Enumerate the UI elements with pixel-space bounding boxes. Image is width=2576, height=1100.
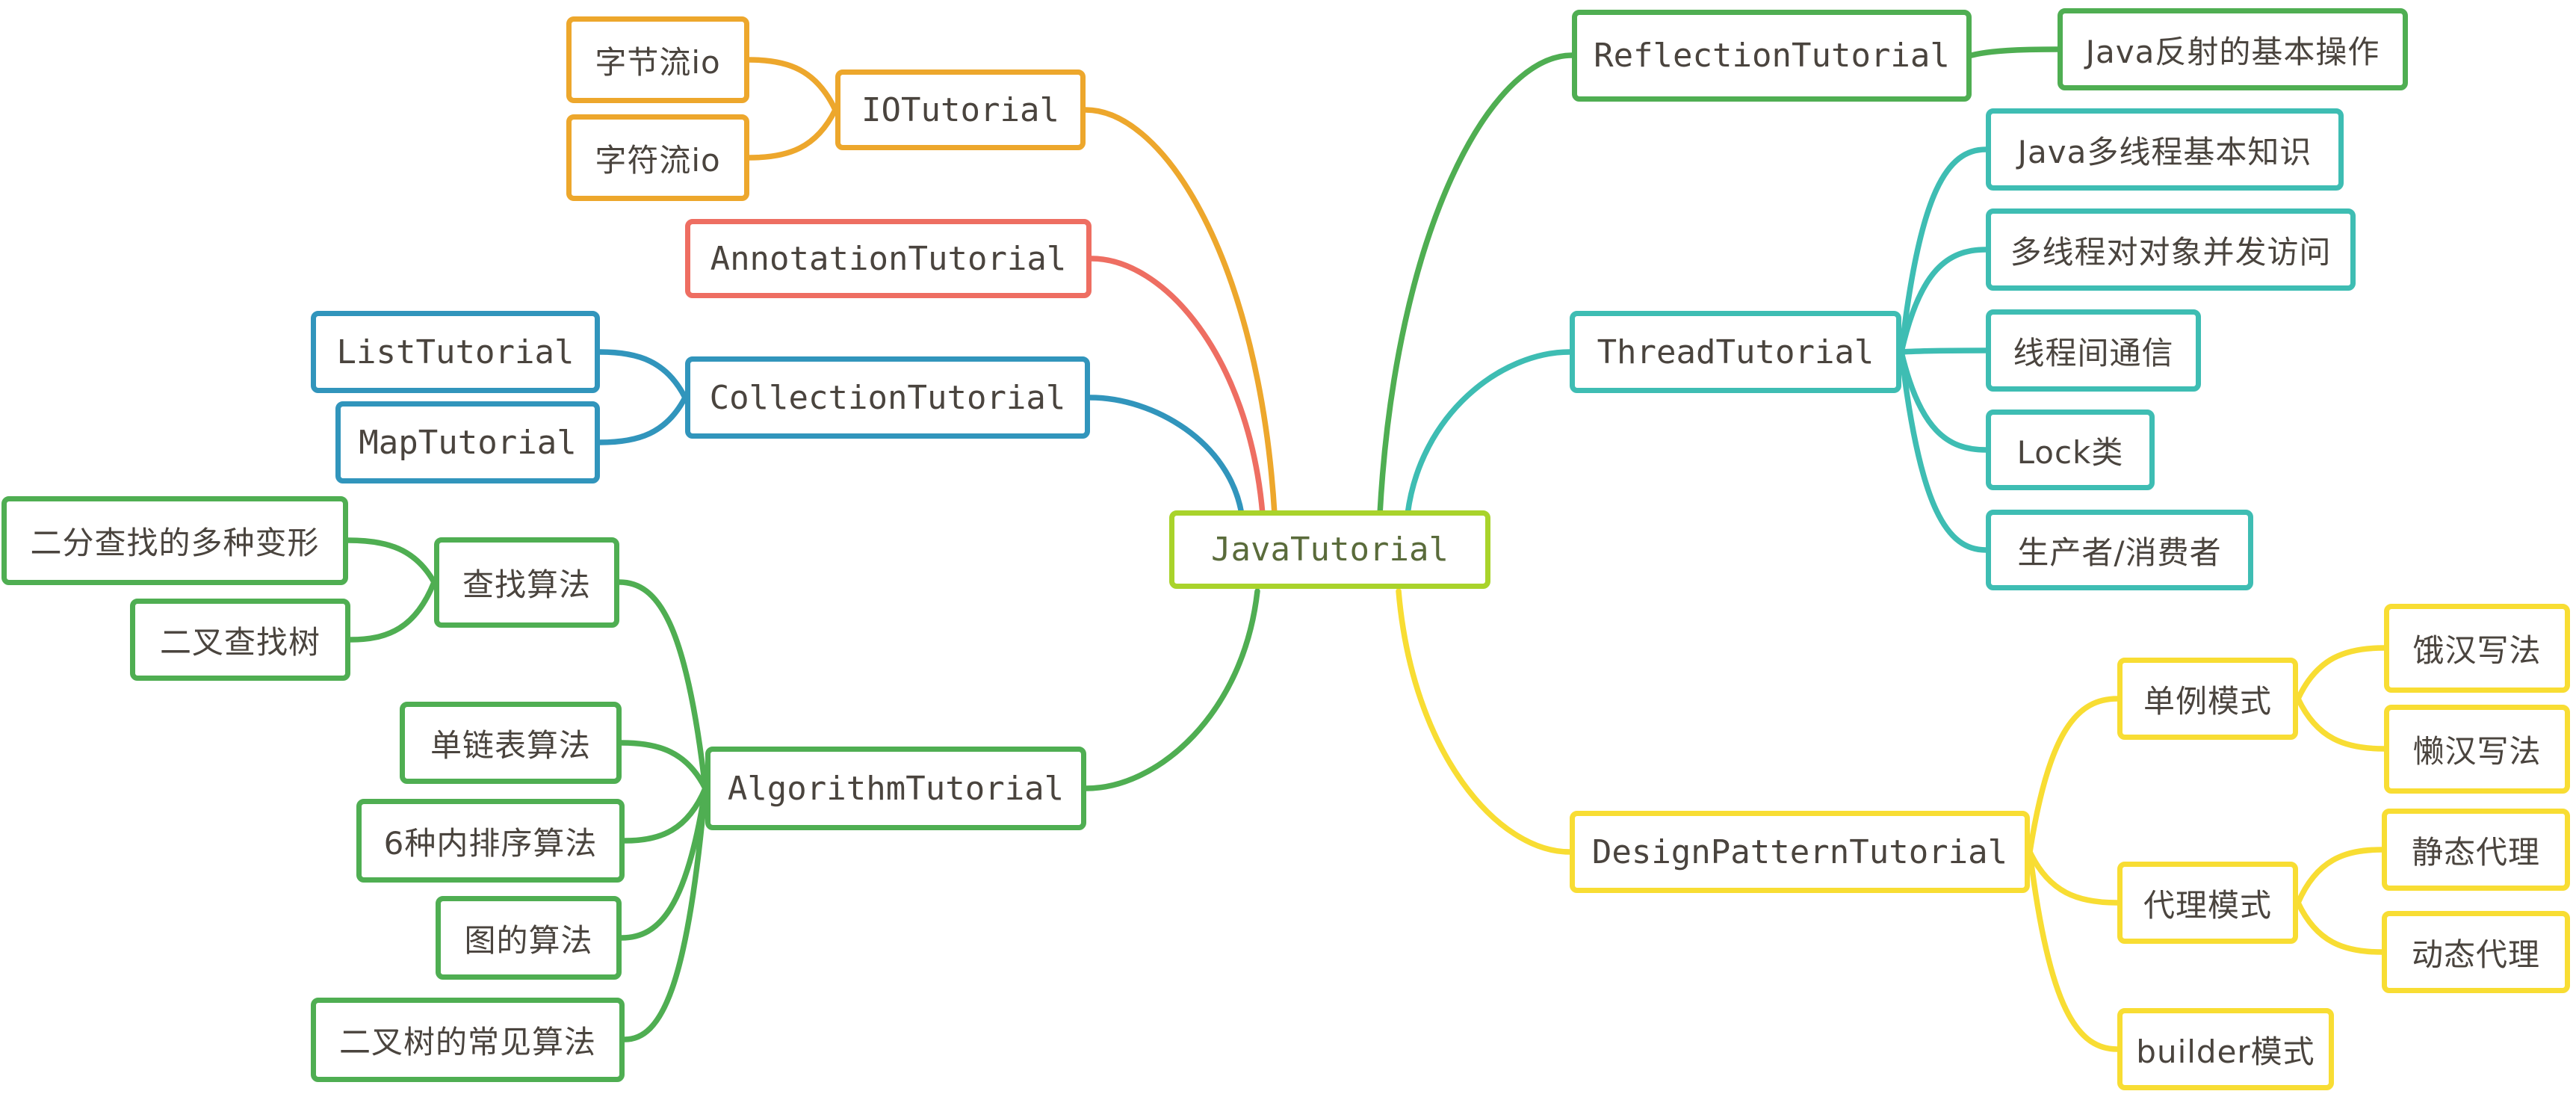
node-label-singleton: 单例模式 xyxy=(2143,682,2272,720)
edge-javatutorial-reflectiontutorial xyxy=(1377,52,1575,517)
edge-algorithmtutorial-linkedlistalgo xyxy=(619,740,708,791)
node-label-map-tutorial: MapTutorial xyxy=(359,423,577,462)
node-label-reflection-tutorial: ReflectionTutorial xyxy=(1594,37,1950,75)
edge-javatutorial-iotutorial xyxy=(1083,107,1278,517)
node-collection-tutorial[interactable]: CollectionTutorial xyxy=(685,356,1090,439)
node-bst[interactable]: 二叉查找树 xyxy=(130,599,350,681)
node-label-io-tutorial: IOTutorial xyxy=(861,90,1059,129)
node-btree-algo[interactable]: 二叉树的常见算法 xyxy=(311,998,625,1082)
edge-algorithmtutorial-btreealgo xyxy=(622,785,708,1042)
edge-singleton-eager xyxy=(2295,645,2387,702)
node-singleton[interactable]: 单例模式 xyxy=(2117,658,2298,740)
edge-collectiontutorial-maptutorial xyxy=(597,395,688,445)
node-label-java-tutorial: JavaTutorial xyxy=(1211,531,1449,569)
node-label-thread-basic: Java多线程基本知识 xyxy=(2017,133,2312,170)
edge-designpattern-singleton xyxy=(2027,696,2120,855)
edge-algorithmtutorial-searchalgo xyxy=(616,579,708,791)
node-label-sort-algo: 6种内排序算法 xyxy=(383,824,598,862)
node-lazy-singleton[interactable]: 懒汉写法 xyxy=(2384,705,2570,794)
edge-collectiontutorial-listtutorial xyxy=(597,349,688,401)
edge-javatutorial-collectiontutorial xyxy=(1087,395,1245,517)
edge-iotutorial-byteio xyxy=(746,57,838,113)
node-label-lazy-singleton: 懒汉写法 xyxy=(2412,733,2542,770)
edge-algorithmtutorial-sortalgo xyxy=(622,785,708,844)
node-char-io[interactable]: 字符流io xyxy=(566,114,749,201)
node-producer-consumer[interactable]: 生产者/消费者 xyxy=(1986,510,2253,590)
node-eager-singleton[interactable]: 饿汉写法 xyxy=(2384,604,2570,693)
node-algorithm-tutorial[interactable]: AlgorithmTutorial xyxy=(705,747,1086,830)
node-label-reflection-basic: Java反射的基本操作 xyxy=(2085,33,2380,70)
node-builder-pattern[interactable]: builder模式 xyxy=(2117,1008,2334,1090)
node-sort-algo[interactable]: 6种内排序算法 xyxy=(356,799,625,883)
node-label-btree-algo: 二叉树的常见算法 xyxy=(338,1024,596,1060)
node-label-thread-concurrent: 多线程对对象并发访问 xyxy=(2010,233,2332,271)
edge-designpattern-proxy xyxy=(2027,849,2120,906)
edge-designpattern-builder xyxy=(2027,849,2120,1052)
edge-threadtutorial-threadcomm xyxy=(1898,347,1989,355)
node-lock-class[interactable]: Lock类 xyxy=(1986,410,2155,490)
node-label-producer-consumer: 生产者/消费者 xyxy=(2017,534,2222,571)
node-label-collection-tutorial: CollectionTutorial xyxy=(709,378,1066,417)
node-list-tutorial[interactable]: ListTutorial xyxy=(311,311,600,393)
edge-searchalgo-bst xyxy=(347,579,437,643)
node-io-tutorial[interactable]: IOTutorial xyxy=(835,69,1086,150)
edge-algorithmtutorial-graphalgo xyxy=(619,785,708,941)
node-label-static-proxy: 静态代理 xyxy=(2411,833,2540,871)
edge-javatutorial-algorithmtutorial xyxy=(1083,588,1260,791)
node-thread-comm[interactable]: 线程间通信 xyxy=(1986,309,2201,392)
node-label-linkedlist-algo: 单链表算法 xyxy=(430,726,591,764)
node-label-thread-comm: 线程间通信 xyxy=(2013,334,2174,371)
node-thread-basic[interactable]: Java多线程基本知识 xyxy=(1986,108,2344,191)
edge-proxy-staticproxy xyxy=(2295,847,2385,906)
edge-singleton-lazy xyxy=(2295,696,2387,752)
edge-reflectiontutorial-reflectionbasic xyxy=(1969,46,2061,58)
node-label-builder-pattern: builder模式 xyxy=(2136,1033,2315,1070)
edge-threadtutorial-threadconcurrent xyxy=(1898,247,1989,355)
node-byte-io[interactable]: 字节流io xyxy=(566,16,749,103)
node-label-bst: 二叉查找树 xyxy=(159,623,321,661)
node-thread-tutorial[interactable]: ThreadTutorial xyxy=(1570,311,1901,393)
node-label-list-tutorial: ListTutorial xyxy=(336,333,575,371)
edge-javatutorial-threadtutorial xyxy=(1405,349,1573,517)
edge-javatutorial-designpatterntutorial xyxy=(1396,588,1573,855)
node-designpattern-tutorial[interactable]: DesignPatternTutorial xyxy=(1570,811,2030,893)
node-label-designpattern-tutorial: DesignPatternTutorial xyxy=(1591,832,2008,871)
node-label-eager-singleton: 饿汉写法 xyxy=(2412,632,2542,669)
node-java-tutorial[interactable]: JavaTutorial xyxy=(1169,510,1490,589)
edge-threadtutorial-lockclass xyxy=(1898,349,1989,453)
node-label-binary-variants: 二分查找的多种变形 xyxy=(30,525,320,561)
edge-threadtutorial-producerconsumer xyxy=(1898,349,1989,553)
node-label-byte-io: 字节流io xyxy=(595,43,721,81)
node-linkedlist-algo[interactable]: 单链表算法 xyxy=(400,702,622,784)
edge-iotutorial-chario xyxy=(746,107,838,161)
node-label-annotation-tutorial: AnnotationTutorial xyxy=(710,239,1067,278)
node-label-char-io: 字符流io xyxy=(595,141,721,179)
edge-proxy-dynamicproxy xyxy=(2295,900,2385,955)
node-thread-concurrent[interactable]: 多线程对对象并发访问 xyxy=(1986,208,2356,291)
node-label-search-algo: 查找算法 xyxy=(462,566,591,603)
node-proxy[interactable]: 代理模式 xyxy=(2117,862,2298,944)
node-graph-algo[interactable]: 图的算法 xyxy=(436,896,622,980)
node-label-proxy: 代理模式 xyxy=(2143,886,2272,924)
node-reflection-basic[interactable]: Java反射的基本操作 xyxy=(2058,8,2408,90)
node-label-dynamic-proxy: 动态代理 xyxy=(2411,936,2540,973)
node-label-algorithm-tutorial: AlgorithmTutorial xyxy=(727,769,1065,808)
edge-searchalgo-binaryvariants xyxy=(345,537,437,585)
node-annotation-tutorial[interactable]: AnnotationTutorial xyxy=(685,219,1092,298)
edge-threadtutorial-threadbasic xyxy=(1898,146,1989,355)
node-label-thread-tutorial: ThreadTutorial xyxy=(1597,333,1874,371)
node-binary-variants[interactable]: 二分查找的多种变形 xyxy=(1,496,348,585)
node-map-tutorial[interactable]: MapTutorial xyxy=(335,401,600,483)
node-search-algo[interactable]: 查找算法 xyxy=(434,537,619,628)
node-static-proxy[interactable]: 静态代理 xyxy=(2382,809,2570,891)
node-label-lock-class: Lock类 xyxy=(2016,433,2124,471)
node-dynamic-proxy[interactable]: 动态代理 xyxy=(2382,911,2570,993)
node-reflection-tutorial[interactable]: ReflectionTutorial xyxy=(1572,10,1972,102)
edge-javatutorial-annotationtutorial xyxy=(1089,256,1266,517)
node-label-graph-algo: 图的算法 xyxy=(464,921,593,959)
